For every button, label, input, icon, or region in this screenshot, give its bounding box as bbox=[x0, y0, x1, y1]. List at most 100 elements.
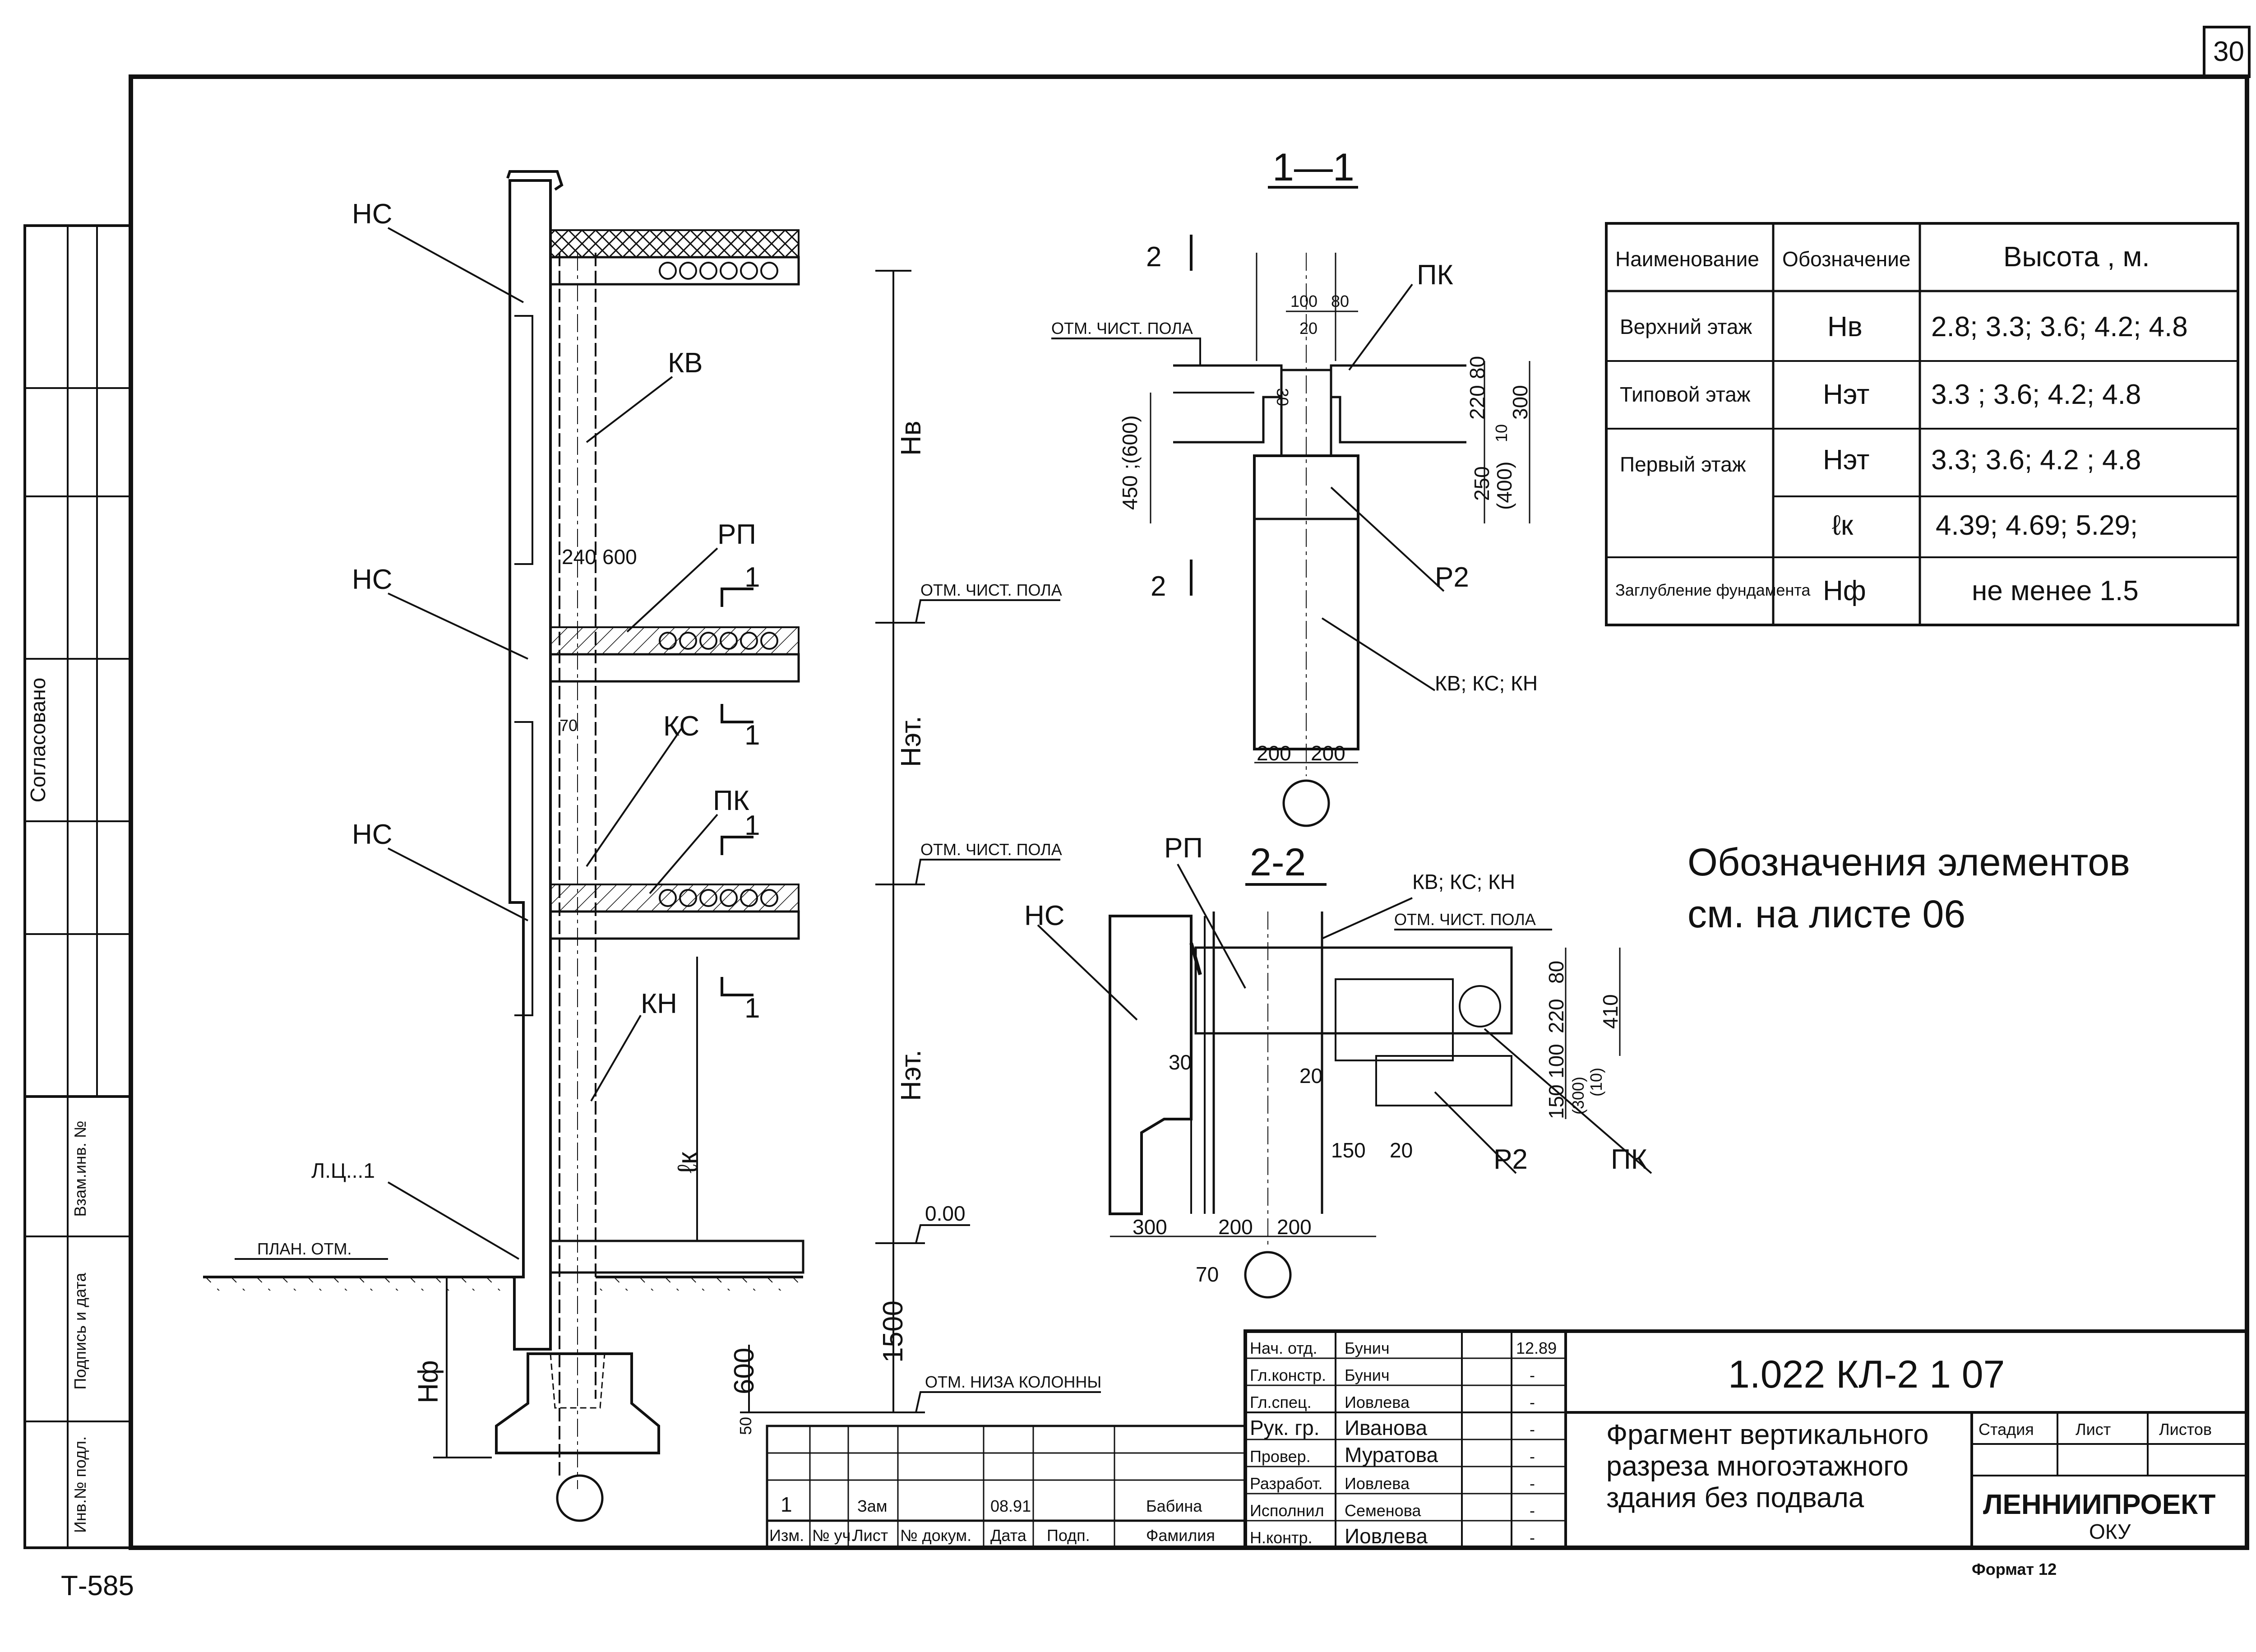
s22-label-pk: ПК bbox=[1611, 1144, 1647, 1175]
change-surname: Бабина bbox=[1146, 1497, 1202, 1515]
section-1-1: 1—1 2 2 ОТМ. ЧИСТ. ПОЛА 100 80 20 30 450… bbox=[1051, 146, 1538, 827]
axis-marker bbox=[556, 1474, 604, 1522]
s11-floor-mark: ОТМ. ЧИСТ. ПОЛА bbox=[1051, 319, 1193, 338]
row-found-code: Нф bbox=[1823, 575, 1866, 606]
sheet-number: 30 bbox=[2213, 36, 2244, 67]
row-lk-code: ℓк bbox=[1832, 510, 1854, 541]
s11-dim-250: 250 bbox=[1470, 466, 1493, 501]
s22-label-col: КВ; КС; КН bbox=[1412, 870, 1515, 893]
sheet-label: Лист bbox=[2076, 1420, 2111, 1439]
section-2-2-title: 2-2 bbox=[1250, 841, 1306, 884]
s22-dim-200a: 200 bbox=[1218, 1215, 1253, 1239]
s22-dim-150: 150 bbox=[1331, 1138, 1366, 1162]
note: Обозначения элементов см. на листе 06 bbox=[1687, 841, 2130, 936]
s22-dim-30: 30 bbox=[1169, 1050, 1192, 1074]
org-sub: ОКУ bbox=[2089, 1520, 2131, 1543]
row-typ-value: 3.3 ; 3.6; 4.2; 4.8 bbox=[1931, 379, 2141, 410]
title-line-3: здания без подвала bbox=[1606, 1482, 1864, 1513]
s22-dim-300v: (300) bbox=[1569, 1077, 1587, 1115]
role-7: Н.контр. bbox=[1250, 1528, 1313, 1547]
s11-dim-80b: 80 bbox=[1465, 356, 1489, 379]
s22-dim-300: 300 bbox=[1133, 1215, 1167, 1239]
label-kn: КН bbox=[641, 988, 677, 1019]
h-list: Лист bbox=[853, 1526, 888, 1545]
h-fam: Фамилия bbox=[1146, 1526, 1215, 1545]
role-0: Нач. отд. bbox=[1250, 1339, 1318, 1357]
stage-label: Стадия bbox=[1979, 1420, 2034, 1439]
title-line-2: разреза многоэтажного bbox=[1606, 1451, 1909, 1482]
wall-panel-outline bbox=[509, 179, 552, 1351]
date-6: - bbox=[1530, 1501, 1535, 1520]
s22-dim-70: 70 bbox=[1196, 1263, 1219, 1286]
row-top-name: Верхний этаж bbox=[1620, 315, 1752, 338]
mark-ground: ПЛАН. ОТМ. bbox=[257, 1240, 352, 1258]
name-4: Муратова bbox=[1345, 1443, 1438, 1467]
cut-mark-2a: 2 bbox=[1146, 241, 1161, 273]
h-izm: Изм. bbox=[769, 1526, 804, 1545]
s11-dim-30: 30 bbox=[1273, 388, 1292, 406]
section-mark-1b: 1 bbox=[744, 720, 760, 751]
label-ns-1: НС bbox=[352, 199, 393, 230]
label-lc: Л.Ц...1 bbox=[311, 1159, 375, 1182]
side-strip: Согласовано Взам.инв. № Подпись и дата И… bbox=[23, 224, 132, 1549]
sign-date-label: Подпись и дата bbox=[71, 1273, 89, 1390]
role-1: Гл.констр. bbox=[1250, 1366, 1326, 1384]
date-7: - bbox=[1530, 1528, 1535, 1547]
section-mark-1d: 1 bbox=[744, 993, 760, 1024]
row-top-code: Нв bbox=[1827, 311, 1863, 342]
name-2: Иовлева bbox=[1345, 1393, 1410, 1411]
label-pk: ПК bbox=[713, 785, 749, 816]
s22-floor-mark: ОТМ. ЧИСТ. ПОЛА bbox=[1394, 910, 1536, 929]
h-date: Дата bbox=[990, 1526, 1027, 1545]
dim-lk: ℓк bbox=[672, 1152, 703, 1173]
date-3: - bbox=[1530, 1420, 1535, 1439]
row-found-value: не менее 1.5 bbox=[1972, 575, 2139, 606]
table-header-name: Наименование bbox=[1615, 247, 1759, 271]
s22-dim-150v: 150 bbox=[1544, 1084, 1568, 1119]
foundation bbox=[495, 1352, 660, 1454]
dim-600b: 600 bbox=[729, 1348, 760, 1394]
date-1: - bbox=[1530, 1366, 1535, 1384]
change-date: 08.91 bbox=[990, 1497, 1031, 1515]
s11-label-col: КВ; КС; КН bbox=[1435, 671, 1538, 695]
dim-600: 600 bbox=[602, 545, 637, 569]
s11-dim-100: 100 bbox=[1290, 292, 1318, 310]
name-7: Иовлева bbox=[1345, 1524, 1428, 1548]
s11-label-pk: ПК bbox=[1417, 259, 1453, 291]
dim-hv: Нв bbox=[896, 421, 927, 456]
s11-dim-220: 220 bbox=[1465, 385, 1489, 420]
s22-dim-100: 100 bbox=[1544, 1044, 1568, 1078]
date-0: 12.89 bbox=[1516, 1339, 1557, 1357]
s22-dim-410: 410 bbox=[1599, 994, 1622, 1029]
dim-het-2: Нэт. bbox=[896, 1050, 927, 1101]
dim-240: 240 bbox=[562, 545, 596, 569]
section-1-1-title: 1—1 bbox=[1272, 146, 1355, 189]
inv-exch-label: Взам.инв. № bbox=[71, 1120, 89, 1217]
role-6: Исполнил bbox=[1250, 1501, 1324, 1520]
date-2: - bbox=[1530, 1393, 1535, 1411]
dim-50: 50 bbox=[736, 1417, 755, 1435]
s11-dim-200a: 200 bbox=[1257, 741, 1291, 765]
dim-hf: Нф bbox=[413, 1360, 444, 1403]
role-4: Провер. bbox=[1250, 1447, 1311, 1466]
h-sign: Подп. bbox=[1047, 1526, 1090, 1545]
s11-dim-300: 300 bbox=[1508, 385, 1532, 420]
s22-label-rp: РП bbox=[1164, 833, 1203, 864]
note-line-2: см. на листе 06 bbox=[1687, 893, 1965, 936]
table-header-value: Высота , м. bbox=[2003, 241, 2150, 273]
title-block: Нач. отд. Бунич 12.89 Гл.констр. Бунич -… bbox=[766, 1329, 2249, 1550]
mark-floor-1: ОТМ. ЧИСТ. ПОЛА bbox=[920, 581, 1062, 599]
name-0: Бунич bbox=[1345, 1339, 1390, 1357]
role-5: Разработ. bbox=[1250, 1474, 1322, 1493]
cut-mark-2b: 2 bbox=[1151, 571, 1166, 602]
date-4: - bbox=[1530, 1447, 1535, 1466]
label-ks: КС bbox=[663, 711, 699, 742]
label-ns-3: НС bbox=[352, 819, 393, 850]
s11-axis-marker bbox=[1282, 779, 1330, 827]
mark-zero: 0.00 bbox=[925, 1202, 966, 1225]
row-top-value: 2.8; 3.3; 3.6; 4.2; 4.8 bbox=[1931, 311, 2188, 342]
role-3: Рук. гр. bbox=[1250, 1416, 1320, 1439]
mark-floor-2: ОТМ. ЧИСТ. ПОЛА bbox=[920, 840, 1062, 859]
section-mark-1a: 1 bbox=[744, 562, 760, 593]
